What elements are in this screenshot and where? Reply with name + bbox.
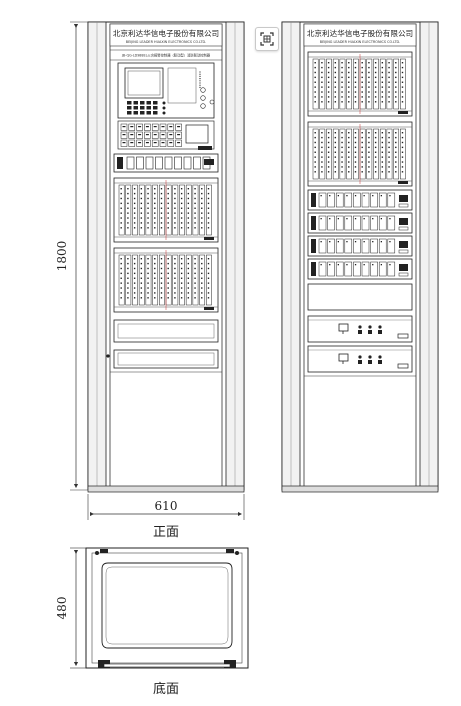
card-rack-4	[308, 124, 412, 184]
company-name-en-right: BEIJING LEADER HUAXIN ELECTRONICS CO.LTD…	[320, 40, 400, 44]
front-cabinet	[87, 21, 245, 493]
bottom-view	[85, 547, 249, 669]
depth-dimension	[70, 547, 86, 669]
card-rack-1	[114, 180, 218, 240]
card-rack-2	[114, 250, 218, 310]
company-name-cn-left: 北京利达华信电子股份有限公司	[113, 28, 219, 38]
model-line-label: JB-QG-LD988EL火灾报警控制器（联动型）消防联动控制器	[121, 53, 211, 58]
indicator-leds	[199, 71, 201, 88]
bottom-view-caption: 底面	[153, 681, 179, 697]
power-unit-2	[338, 353, 409, 369]
depth-value: 480	[55, 597, 69, 620]
card-rack-3	[308, 54, 412, 114]
button-bank	[120, 123, 182, 147]
loop-module-small	[117, 156, 214, 170]
height-dimension	[70, 21, 88, 491]
power-unit-1	[338, 323, 409, 339]
height-value: 1800	[55, 241, 69, 272]
second-cabinet	[281, 21, 439, 493]
scan-icon	[260, 32, 274, 46]
company-name-en-left: BEIJING LEADER HUAXIN ELECTRONICS CO.LTD…	[126, 40, 206, 44]
width-dimension	[87, 494, 245, 520]
width-value: 610	[155, 499, 178, 513]
company-name-cn-right: 北京利达华信电子股份有限公司	[307, 28, 413, 38]
front-view-caption: 正面	[153, 525, 179, 540]
slim-module-racks	[307, 189, 413, 280]
keypad	[127, 101, 166, 115]
scan-button[interactable]	[255, 27, 279, 51]
